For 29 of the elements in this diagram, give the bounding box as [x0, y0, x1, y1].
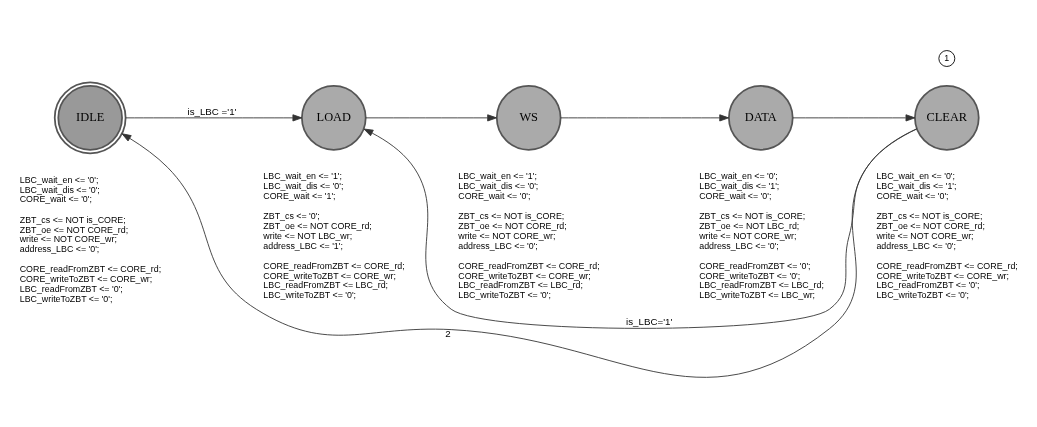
edge-label: is_LBC='1': [626, 315, 673, 327]
node-label: ZBT_cs <= NOT is_CORE; ZBT_oe <= NOT CORE_rd; write <= NOT CORE_wr; address_LBC <= '0';: [458, 210, 567, 251]
node-label: LBC_wait_en <= '0'; LBC_wait_dis <= '1'; CORE_wait <= '0';: [699, 170, 780, 201]
arrow: [121, 127, 918, 378]
arrow: [365, 113, 497, 121]
node-label: CORE_readFromZBT <= '0'; CORE_writeToZBT <= '0'; LBC_readFromZBT <= LBC_rd; LBC_writeToZBT <= LBC_wr;: [699, 260, 824, 300]
edge-label: 2: [445, 327, 451, 339]
edge-label: is_LBC ='1': [187, 105, 237, 117]
node-circle: CLEAR: [914, 84, 980, 151]
node-label: LBC_wait_en <= '1'; LBC_wait_dis <= '0'; CORE_wait <= '0';: [458, 170, 539, 201]
node-label: CORE_readFromZBT <= CORE_rd; CORE_writeToZBT <= CORE_wr; LBC_readFromZBT <= LBC_rd; LBC_writeToZBT <= '0';: [458, 260, 600, 300]
node-label: ZBT_cs <= NOT is_CORE; ZBT_oe <= NOT LBC_rd; write <= NOT CORE_wr; address_LBC <= '0';: [699, 210, 806, 251]
node-circle: DATA: [728, 84, 794, 151]
arrow: [363, 128, 918, 329]
node-circle: LOAD: [301, 84, 367, 151]
arrow: [792, 113, 916, 121]
node-label: CORE_readFromZBT <= CORE_rd; CORE_writeToZBT <= CORE_wr; LBC_readFromZBT <= LBC_rd; LBC_writeToZBT <= '0';: [263, 260, 405, 300]
node-label: CORE_readFromZBT <= CORE_rd; CORE_writeToZBT <= CORE_wr; LBC_readFromZBT <= '0'; LBC_writeToZBT <= '0';: [19, 263, 162, 304]
node-circle: WS: [495, 84, 562, 151]
arrow: [560, 113, 730, 121]
node-label: CORE_readFromZBT <= CORE_rd; CORE_writeToZBT <= CORE_wr; LBC_readFromZBT <= '0'; LBC_writeToZBT <= '0';: [876, 260, 1018, 300]
node-label: LBC_wait_en <= '0'; LBC_wait_dis <= '1'; CORE_wait <= '0';: [876, 170, 957, 201]
node-label: ZBT_cs <= '0'; ZBT_oe <= NOT CORE_rd; write <= NOT LBC_wr; address_LBC <= '1';: [263, 210, 372, 251]
label: 1: [944, 52, 950, 63]
node-label: LBC_wait_en <= '1'; LBC_wait_dis <= '0'; CORE_wait <= '1';: [263, 170, 344, 201]
node-label: LBC_wait_en <= '0'; LBC_wait_dis <= '0'; CORE_wait <= '0';: [19, 174, 100, 204]
arrow: [125, 113, 303, 121]
node-label: ZBT_cs <= NOT is_CORE; ZBT_oe <= NOT CORE_rd; write <= NOT CORE_wr; address_LBC <= '0';: [19, 214, 129, 254]
node-label: ZBT_cs <= NOT is_CORE; ZBT_oe <= NOT CORE_rd; write <= NOT CORE_wr; address_LBC <= '0';: [876, 210, 985, 251]
